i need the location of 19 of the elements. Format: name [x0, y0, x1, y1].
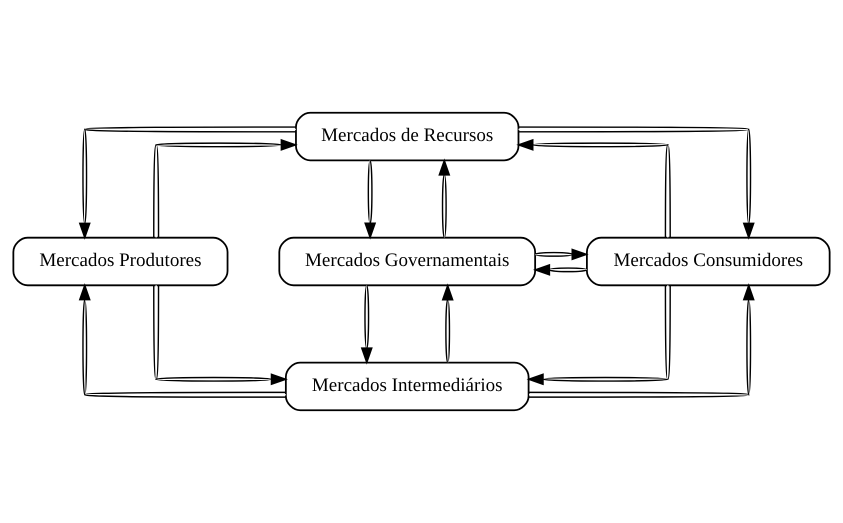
node-box: Mercados Intermediários	[284, 362, 530, 412]
arrow	[364, 160, 376, 240]
node-box: Mercados Produtores	[12, 236, 228, 286]
arrow	[532, 264, 588, 276]
arrow	[153, 285, 288, 386]
node-box: Mercados de Recursos	[295, 112, 520, 162]
arrow	[442, 283, 454, 363]
arrow	[78, 126, 296, 240]
arrow	[518, 126, 755, 240]
arrow	[529, 283, 755, 398]
arrow	[153, 138, 298, 238]
arrow	[526, 285, 671, 386]
node-box: Mercados Governamentais	[278, 236, 536, 286]
arrow	[516, 138, 671, 238]
node-box: Mercados Consumidores	[586, 236, 831, 286]
arrow	[78, 283, 286, 398]
arrow	[535, 248, 589, 260]
arrow	[438, 158, 450, 238]
arrow	[360, 285, 373, 365]
